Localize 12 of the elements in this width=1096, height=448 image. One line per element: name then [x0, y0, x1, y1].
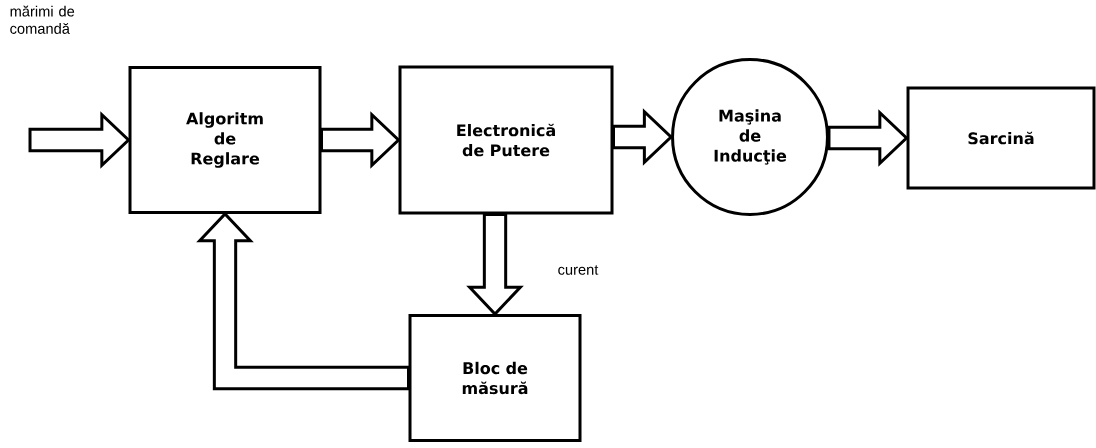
hollow-arrow [827, 109, 909, 167]
signal-label: mărimi de comandă [10, 5, 75, 34]
edge-label: curent [558, 265, 599, 275]
process-box: Electronică de Putere [398, 65, 614, 215]
hollow-arrow [28, 111, 131, 169]
hollow-arrow [612, 108, 674, 166]
hollow-arrow [320, 111, 401, 169]
process-box: Bloc de măsură [408, 313, 582, 442]
hollow-arrow [196, 211, 410, 391]
process-box: Sarcină [906, 86, 1096, 190]
process-box: Algoritm de Reglare [128, 65, 322, 214]
hollow-arrow [466, 213, 524, 317]
